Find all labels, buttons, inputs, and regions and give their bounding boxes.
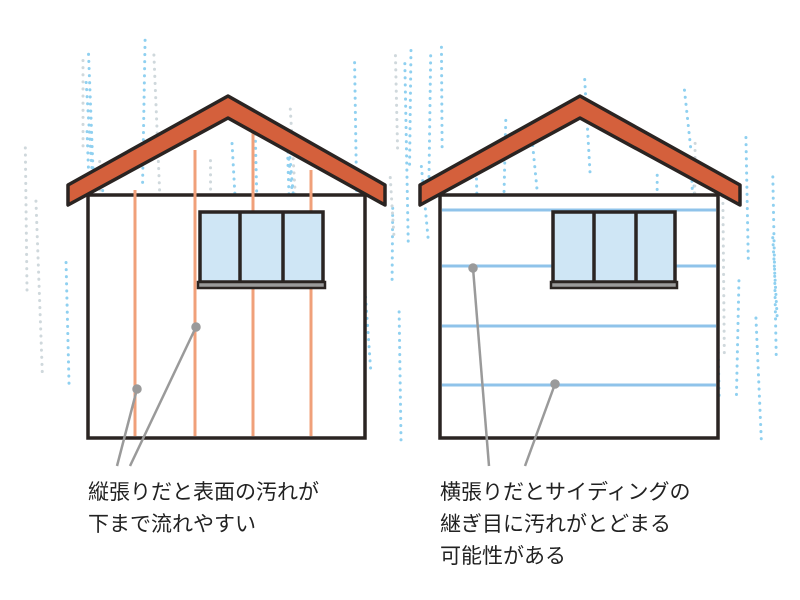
rain-streak [285, 143, 297, 218]
rain-streak [388, 176, 396, 240]
window [196, 210, 327, 290]
rain-streak [64, 260, 71, 388]
rain-streak [87, 52, 95, 174]
caption-line: 可能性がある [440, 544, 566, 568]
rain-streak [403, 62, 410, 249]
caption-vertical-siding: 縦張りだと表面の汚れが 下まで流れやすい [88, 476, 319, 540]
rain-streak [84, 80, 96, 197]
callout-lines [468, 263, 560, 467]
rain-streak [682, 88, 693, 153]
rain-streak [408, 49, 413, 167]
rain-streak [23, 146, 29, 292]
caption-line: 横張りだとサイディングの [440, 480, 691, 504]
rain-streak [734, 279, 741, 400]
rain-streak [427, 54, 433, 183]
rain-streak [419, 164, 431, 245]
rain-streak [771, 236, 779, 321]
house-vertical-siding [66, 94, 387, 467]
roof [66, 94, 387, 207]
rain-streak [390, 206, 395, 286]
rain-streak [34, 199, 44, 379]
rain-streak [439, 45, 444, 155]
caption-line: 下まで流れやすい [88, 512, 256, 536]
rain-streak [393, 54, 400, 157]
caption-horizontal-siding: 横張りだとサイディングの 継ぎ目に汚れがとどまる 可能性がある [440, 476, 691, 572]
rain-streak [771, 175, 778, 361]
house-horizontal-siding [418, 94, 742, 467]
rain-streak [744, 135, 750, 261]
rain-streak [754, 316, 763, 442]
rain-streak [583, 78, 592, 179]
caption-line: 継ぎ目に汚れがとどまる [440, 512, 671, 536]
rain-streak [721, 173, 726, 358]
caption-line: 縦張りだと表面の汚れが [88, 480, 319, 504]
rain-streak [397, 310, 403, 442]
window [549, 210, 679, 290]
roof [418, 94, 742, 207]
callout-lines [115, 322, 201, 467]
